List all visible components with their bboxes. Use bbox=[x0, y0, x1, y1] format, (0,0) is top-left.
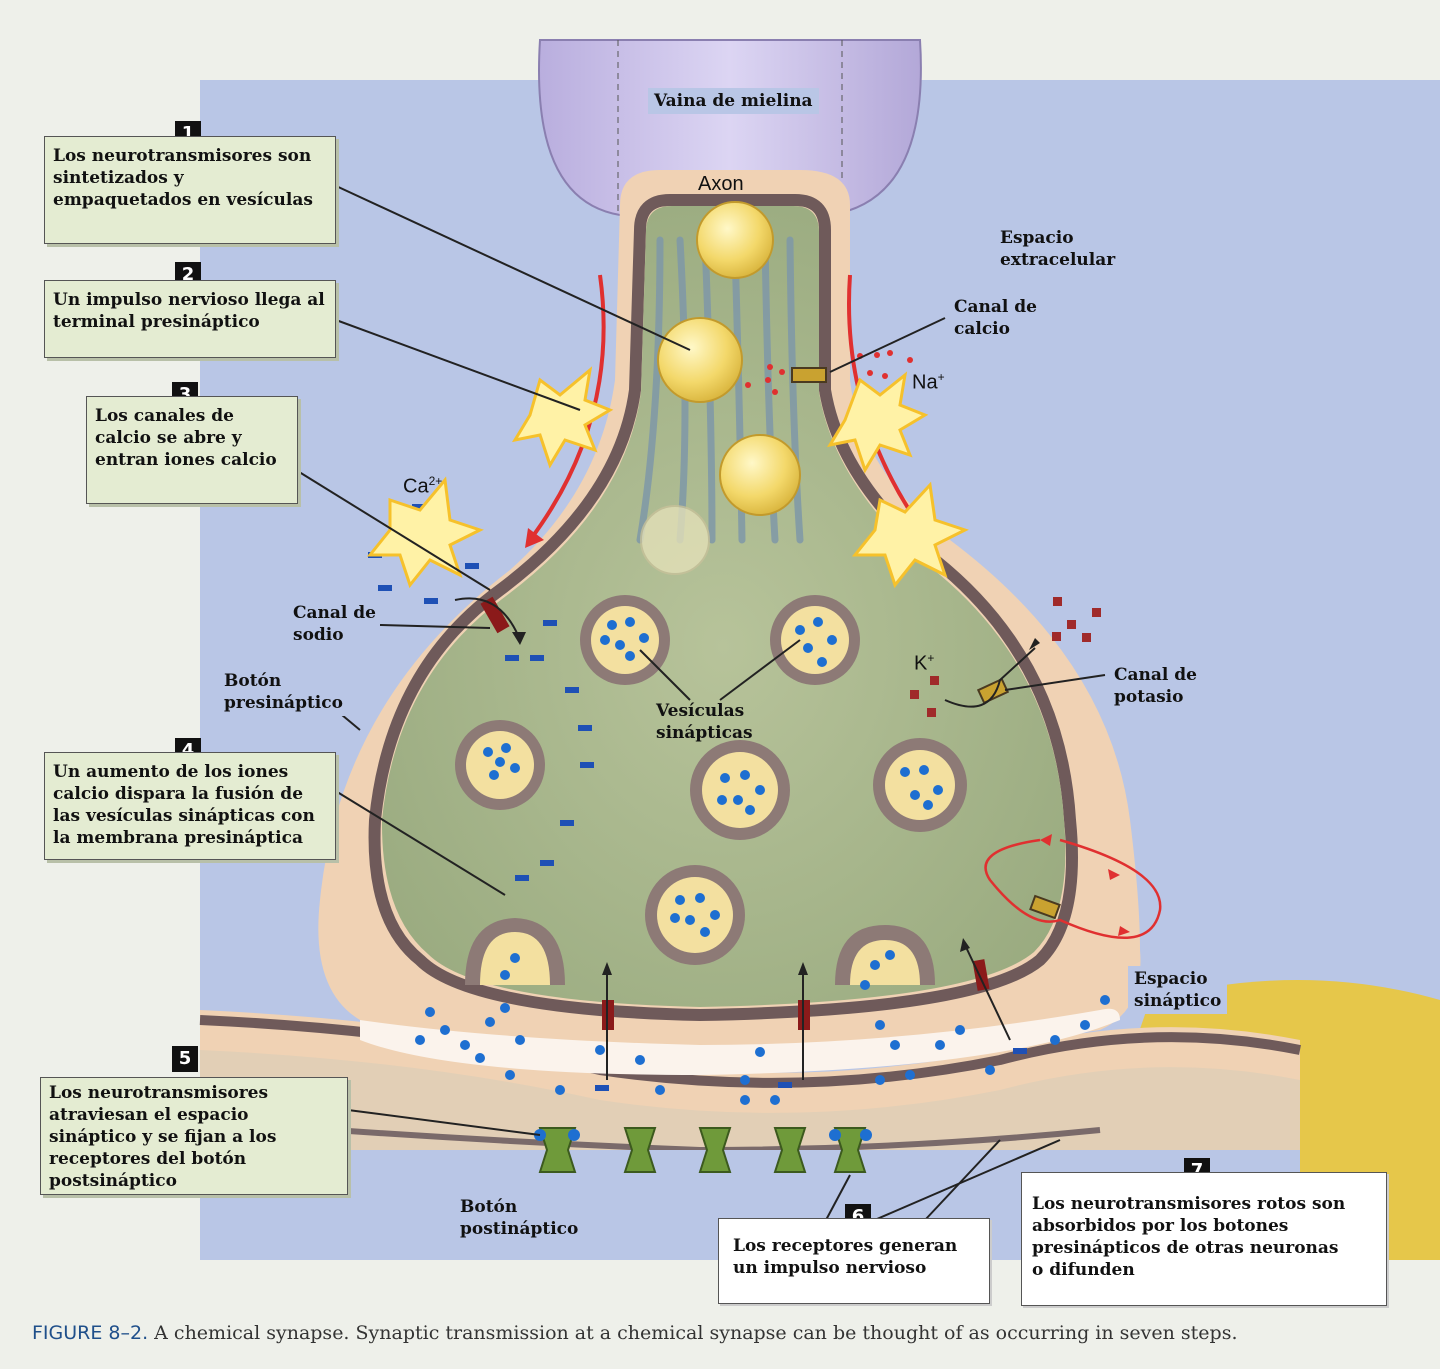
step-4-box: Un aumento de los iones calcio dispara l… bbox=[44, 752, 336, 860]
synaptic-vesicles bbox=[455, 595, 967, 965]
label-synaptic-cleft: Espacio sináptico bbox=[1128, 966, 1228, 1014]
label-sodium-channel: Canal de sodio bbox=[293, 603, 376, 645]
label-na-ion: Na+ bbox=[912, 370, 945, 394]
step-7-box: Los neurotransmisores rotos son absorbid… bbox=[1021, 1172, 1387, 1306]
label-ca-ion: Ca2+ bbox=[403, 474, 443, 498]
step-3-box: Los canales de calcio se abre y entran i… bbox=[86, 396, 298, 504]
label-axon: Axon bbox=[698, 173, 744, 195]
label-postsynaptic-bouton: Botón postináptico bbox=[454, 1194, 585, 1242]
label-extracellular-space: Espacio extracelular bbox=[994, 225, 1122, 273]
synaptic-cleft bbox=[360, 1008, 1120, 1075]
label-myelin-sheath: Vaina de mielina bbox=[648, 88, 819, 114]
step-1-box: Los neurotransmisores son sintetizados y… bbox=[44, 136, 336, 244]
label-k-ion: K+ bbox=[914, 651, 935, 675]
label-presynaptic-bouton: Botón presináptico bbox=[218, 668, 349, 716]
step-2-box: Un impulso nervioso llega al terminal pr… bbox=[44, 280, 336, 358]
step-5-number: 5 bbox=[172, 1046, 198, 1072]
label-potassium-channel: Canal de potasio bbox=[1108, 662, 1203, 710]
label-calcium-channel: Canal de calcio bbox=[948, 294, 1043, 342]
figure-caption: FIGURE 8–2. A chemical synapse. Synaptic… bbox=[32, 1322, 1238, 1344]
label-synaptic-vesicles: Vesículas sinápticas bbox=[656, 701, 753, 743]
step-5-box: Los neurotransmisores atraviesan el espa… bbox=[40, 1077, 348, 1195]
step-6-box: Los receptores generan un impulso nervio… bbox=[718, 1218, 990, 1304]
